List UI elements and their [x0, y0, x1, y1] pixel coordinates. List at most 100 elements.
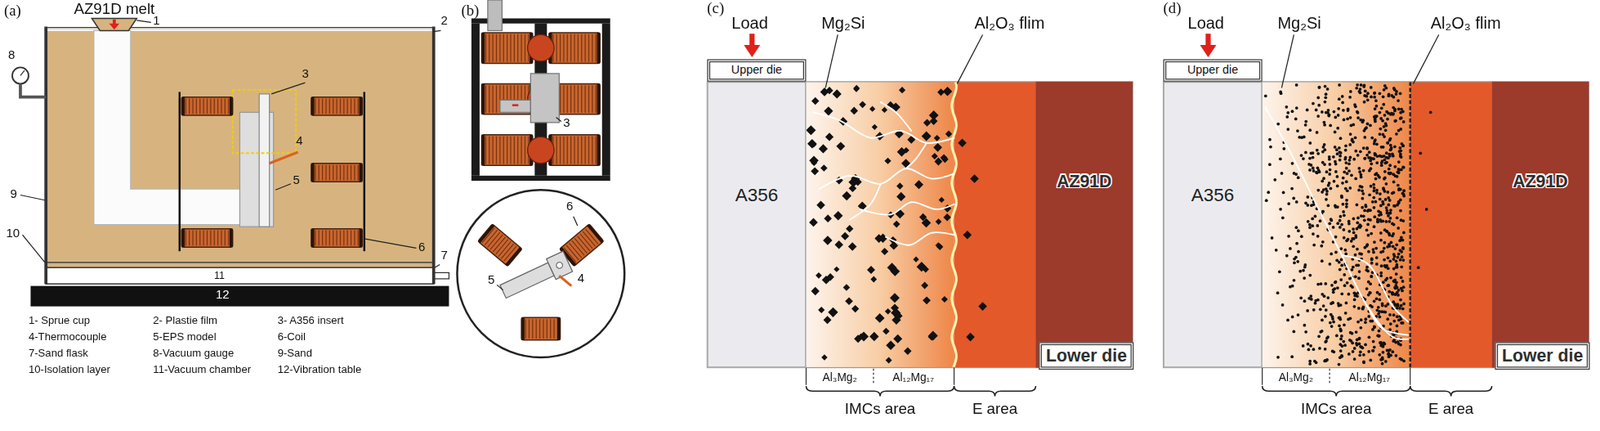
- coil-winding: [350, 165, 352, 181]
- mg2si-particle: [1389, 171, 1393, 175]
- coil-winding: [485, 84, 487, 113]
- coil-winding: [332, 165, 334, 181]
- coil-winding: [567, 84, 568, 113]
- mg2si-particle: [1317, 103, 1321, 108]
- mg2si-particle: [1396, 255, 1400, 260]
- mg2si-particle: [1395, 174, 1399, 179]
- mg2si-particle: [1324, 92, 1328, 96]
- leader-line: [365, 238, 416, 248]
- zone-tick: [953, 367, 955, 385]
- mg2si-particle: [1354, 235, 1358, 239]
- mg2si-particle: [1300, 153, 1304, 157]
- coil-winding: [524, 136, 526, 165]
- mg2si-particle: [1298, 269, 1302, 273]
- mg2si-particle: [1429, 110, 1433, 114]
- mg2si-particle: [1338, 150, 1342, 154]
- mg2si-particle: [1316, 188, 1320, 193]
- coil-winding: [585, 84, 586, 113]
- mg2si-particle: [1313, 214, 1318, 219]
- node-text: A356: [735, 184, 779, 206]
- node-text: AZ91D: [1512, 171, 1568, 192]
- leader-line: [433, 30, 442, 32]
- mg2si-particle: [878, 233, 888, 243]
- mg2si-particle: [810, 166, 819, 175]
- mg2si-particle: [1367, 314, 1371, 318]
- mg2si-particle: [1390, 292, 1395, 296]
- mg2si-particle: [1358, 326, 1363, 330]
- mg2si-particle: [1363, 320, 1368, 324]
- mg2si-particle: [1365, 146, 1369, 150]
- mg2si-particle: [1336, 107, 1341, 111]
- zone-tick: [805, 367, 807, 385]
- detail-frame: [232, 89, 296, 153]
- callout-number: 8: [8, 49, 15, 63]
- mg2si-particle: [1329, 218, 1333, 223]
- mg2si-particle: [834, 240, 843, 249]
- mg2si-particle: [1399, 250, 1404, 254]
- mg2si-particle: [1372, 196, 1376, 200]
- mg2si-particle: [1347, 352, 1351, 356]
- mg2si-particle: [1367, 150, 1372, 154]
- coil-winding: [220, 230, 222, 246]
- mg2si-particle: [1388, 163, 1392, 167]
- mg2si-particle: [1331, 225, 1336, 229]
- die-box: Upper die: [1163, 58, 1263, 81]
- mg2si-particle: [1387, 242, 1391, 246]
- mg2si-particle: [1315, 130, 1319, 135]
- callout-number: 3: [563, 116, 570, 130]
- mg2si-particle: [1370, 136, 1374, 140]
- mg2si-particle: [1314, 108, 1319, 112]
- mg2si-particle: [1373, 107, 1377, 111]
- mg2si-particle: [1365, 286, 1369, 291]
- mg2si-particle: [1318, 85, 1322, 90]
- coil-winding: [192, 98, 193, 115]
- mg2si-particle: [1273, 178, 1277, 182]
- mg2si-particle: [1340, 354, 1344, 358]
- mg2si-particle: [1345, 281, 1350, 285]
- mg2si-particle: [1372, 339, 1376, 344]
- mg2si-particle: [1304, 123, 1308, 127]
- mg2si-particle: [1312, 169, 1316, 173]
- mg2si-particle: [1356, 153, 1360, 157]
- mg2si-particle: [1341, 202, 1346, 206]
- leader-line: [956, 34, 983, 84]
- zone-divider: [1328, 368, 1330, 385]
- mg2si-particle: [807, 138, 818, 149]
- mg2si-particle: [1368, 319, 1373, 323]
- mg2si-particle: [845, 224, 854, 233]
- mg2si-particle: [1300, 234, 1304, 238]
- mg2si-particle: [1351, 349, 1355, 354]
- mg2si-particle: [884, 308, 892, 315]
- mg2si-particle: [1387, 93, 1391, 98]
- area-label: E area: [972, 398, 1018, 417]
- mg2si-particle: [1313, 301, 1318, 305]
- mg2si-particle: [1379, 273, 1383, 278]
- mg2si-particle: [1359, 175, 1364, 179]
- coil-winding: [506, 136, 508, 165]
- mg2si-particle: [1376, 219, 1380, 224]
- mg2si-particle: [1302, 323, 1306, 327]
- mg2si-particle: [823, 214, 832, 223]
- coil-winding: [325, 98, 327, 115]
- mg2si-particle: [1336, 113, 1341, 117]
- coil-winding: [563, 34, 564, 63]
- mg2si-particle: [1381, 303, 1385, 308]
- coil-winding: [524, 34, 526, 63]
- mg2si-particle: [1322, 359, 1327, 363]
- coil-winding: [347, 230, 349, 246]
- coil-winding: [220, 98, 222, 115]
- coil-winding: [357, 165, 359, 181]
- mg2si-particle: [1266, 190, 1270, 194]
- mg2si-particle: [1352, 231, 1356, 235]
- mg2si-particle: [840, 232, 850, 241]
- mg2si-particle: [1322, 120, 1327, 125]
- mg2si-particle: [1371, 348, 1375, 353]
- coil-winding: [217, 230, 219, 246]
- mg2si-particle: [1394, 340, 1398, 345]
- mg2si-particle: [1355, 247, 1359, 251]
- mg2si-particle: [1320, 179, 1324, 184]
- coil-winding: [485, 136, 487, 165]
- coil-group: [521, 317, 560, 340]
- mg2si-particle: [1281, 303, 1285, 307]
- mg2si-particle: [1371, 327, 1375, 331]
